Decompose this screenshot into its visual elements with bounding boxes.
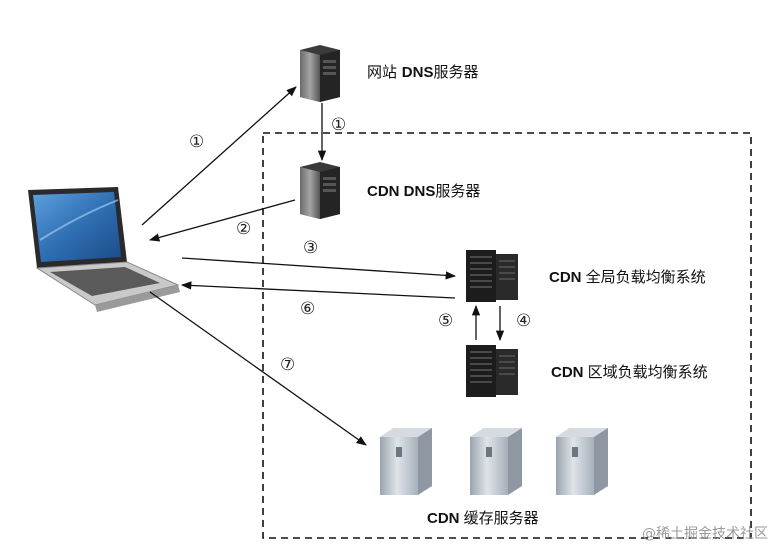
step-marker-1: ①	[331, 115, 347, 135]
arrow-step-6-to-client	[180, 281, 456, 299]
site-dns-label: 网站 DNS服务器	[367, 63, 479, 81]
cache-servers-label: CDN 缓存服务器	[427, 509, 539, 527]
site-dns-server-icon	[300, 45, 340, 102]
step-marker-1: ①	[189, 132, 205, 152]
global-load-balancer-icon	[466, 250, 518, 302]
step-marker-4: ④	[516, 311, 532, 331]
global-lb-label: CDN 全局负载均衡系统	[549, 268, 706, 286]
cache-server-icon	[556, 428, 608, 495]
cdn-boundary-box	[262, 132, 752, 539]
regional-lb-label: CDN 区域负载均衡系统	[551, 363, 708, 381]
step-marker-3: ③	[303, 238, 319, 258]
arrow-step-7-to-cache	[149, 291, 367, 446]
step-marker-5: ⑤	[438, 311, 454, 331]
step-marker-7: ⑦	[280, 355, 296, 375]
step-marker-6: ⑥	[300, 299, 316, 319]
cdn-dns-server-icon	[300, 162, 340, 219]
cache-server-icon	[380, 428, 432, 495]
watermark-text: @稀土掘金技术社区	[642, 526, 768, 542]
step-marker-2: ②	[236, 219, 252, 239]
arrow-step-3-to-global-lb	[181, 257, 457, 280]
arrow-step-1-to-site-dns	[141, 86, 297, 226]
arrow-step-2-to-client	[148, 199, 296, 242]
laptop-icon	[28, 187, 180, 312]
regional-load-balancer-icon	[466, 345, 518, 397]
cache-server-icon	[470, 428, 522, 495]
cdn-dns-label: CDN DNS服务器	[367, 182, 481, 200]
